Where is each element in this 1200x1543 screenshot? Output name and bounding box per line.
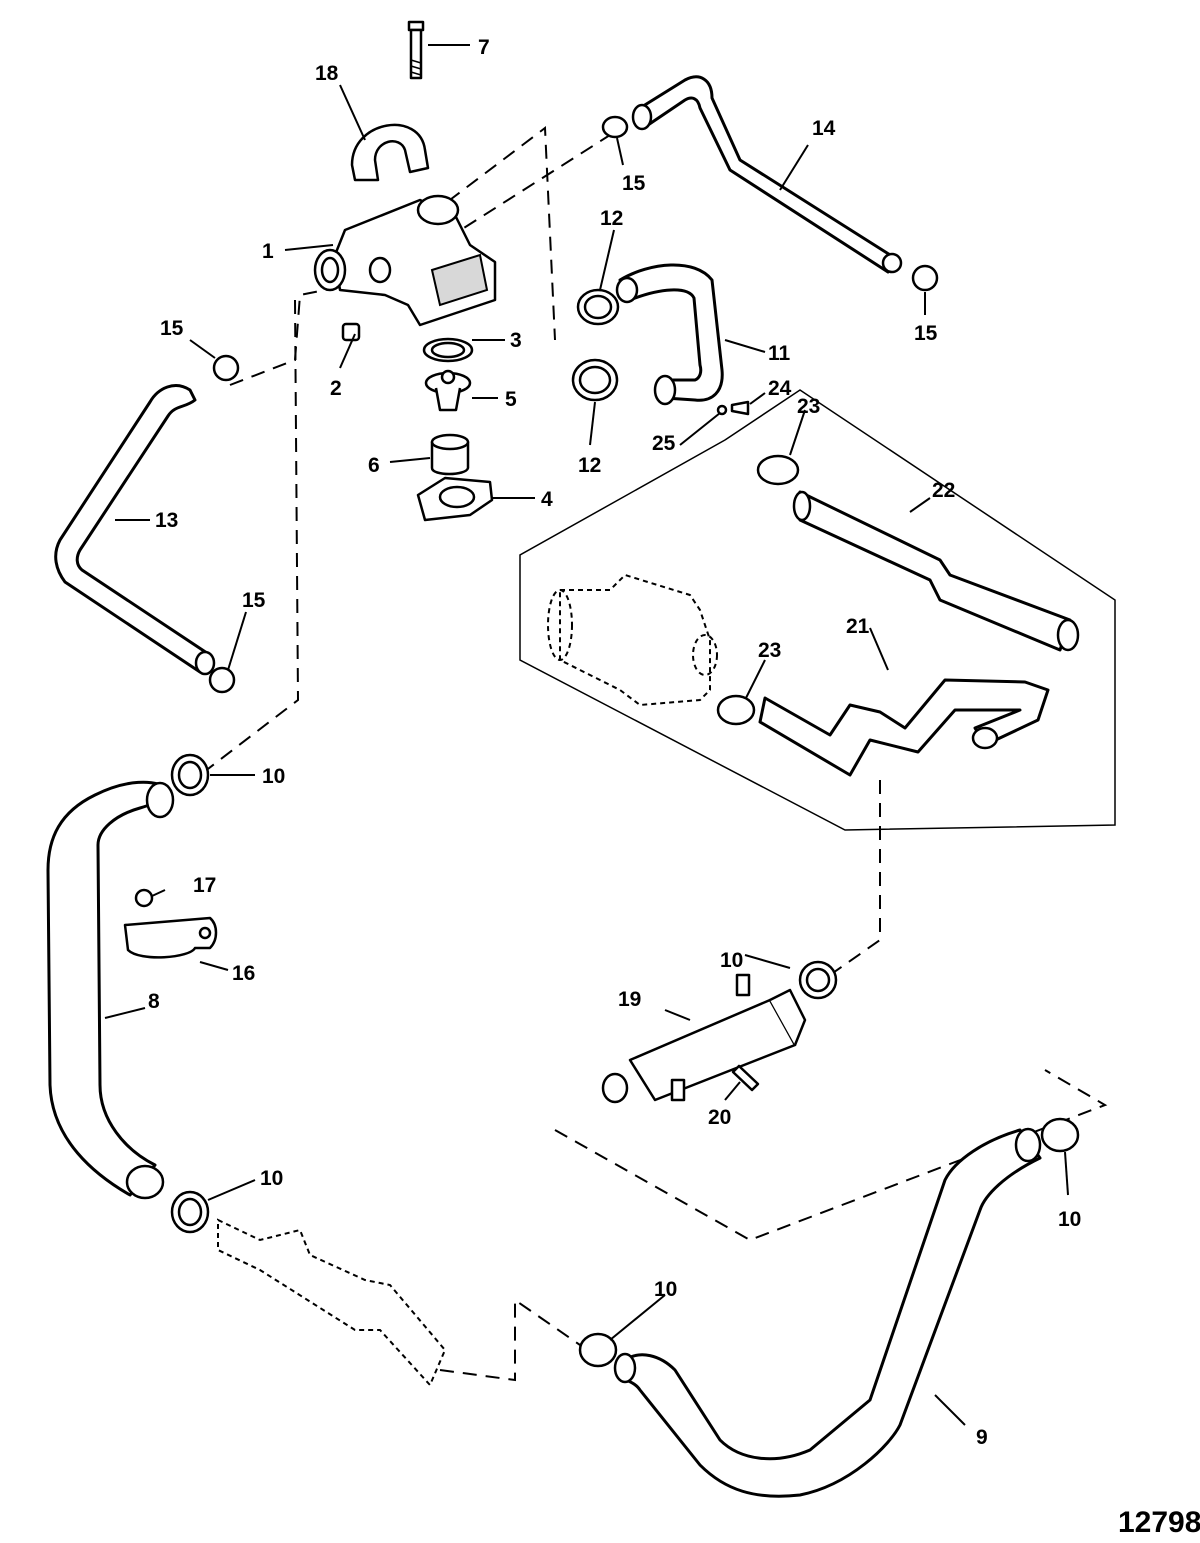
callout-20: 20: [708, 1106, 731, 1129]
part-8-hose: [46, 780, 175, 1200]
part-7-bolt: [407, 20, 425, 80]
callout-10-right: 10: [1058, 1208, 1081, 1231]
part-6-sleeve: [430, 433, 470, 476]
exhaust-pipe-ghost: [217, 1218, 447, 1387]
callout-5: 5: [505, 388, 517, 411]
callout-15-top: 15: [622, 172, 646, 195]
callout-9: 9: [976, 1426, 988, 1449]
part-22-hose: [792, 490, 1080, 652]
callout-23-mid: 23: [758, 639, 781, 662]
callout-2: 2: [330, 377, 342, 400]
part-20-screw: [731, 1064, 760, 1092]
callout-4: 4: [541, 488, 553, 511]
leader-lines: [104, 44, 1069, 1426]
callout-24: 24: [768, 377, 792, 400]
callout-1: 1: [262, 240, 274, 263]
part-17-nut: [134, 888, 154, 908]
callout-18: 18: [315, 62, 339, 85]
callout-13: 13: [155, 509, 178, 532]
callout-6: 6: [368, 454, 380, 477]
part-15-clamps: [208, 115, 939, 694]
callout-15-lower: 15: [242, 589, 266, 612]
callout-10-lower-left: 10: [260, 1167, 283, 1190]
part-2-plug: [341, 322, 361, 342]
part-14-hose: [631, 75, 903, 274]
callout-labels: 1 2 3 4 5 6 7 18 12 12 11 24 25 14 15 15…: [148, 36, 1200, 1539]
part-16-strap: [123, 916, 218, 959]
callout-10-bottom: 10: [654, 1278, 677, 1301]
part-12-clamp-lower: [571, 358, 619, 402]
part-12-clamp-upper: [576, 288, 620, 326]
callout-10-upper-left: 10: [262, 765, 285, 788]
callout-19: 19: [618, 988, 641, 1011]
part-9-hose: [613, 1127, 1042, 1498]
callout-12-upper: 12: [600, 207, 623, 230]
callout-11: 11: [768, 342, 791, 365]
part-3-gasket: [422, 337, 474, 363]
callout-16: 16: [232, 962, 255, 985]
part-18-bracket: [350, 123, 430, 182]
optional-kit-outline: [519, 389, 1116, 831]
part-1-thermostat-housing: [313, 194, 497, 327]
callout-21: 21: [846, 615, 870, 638]
heat-exchanger-ghost: [547, 573, 718, 707]
callout-17: 17: [193, 874, 216, 897]
callout-7: 7: [478, 36, 490, 59]
callout-8: 8: [148, 990, 160, 1013]
part-13-hose: [54, 384, 216, 676]
callout-12-lower: 12: [578, 454, 601, 477]
callout-15-right: 15: [914, 322, 938, 345]
part-11-hose: [615, 263, 750, 416]
callout-23-top: 23: [797, 395, 820, 418]
callout-10-mid: 10: [720, 949, 743, 972]
part-5-thermostat: [424, 369, 472, 412]
part-4-gasket: [416, 476, 494, 522]
callout-15-left: 15: [160, 317, 184, 340]
part-21-hose: [758, 678, 1050, 777]
callout-3: 3: [510, 329, 522, 352]
part-10-clamps: [170, 753, 1080, 1368]
callout-25: 25: [652, 432, 676, 455]
part-19-cooler: [601, 973, 807, 1104]
part-23-clamps: [716, 454, 800, 726]
callout-22: 22: [932, 479, 955, 502]
callout-14: 14: [812, 117, 836, 140]
drawing-number: 12798: [1118, 1506, 1200, 1539]
